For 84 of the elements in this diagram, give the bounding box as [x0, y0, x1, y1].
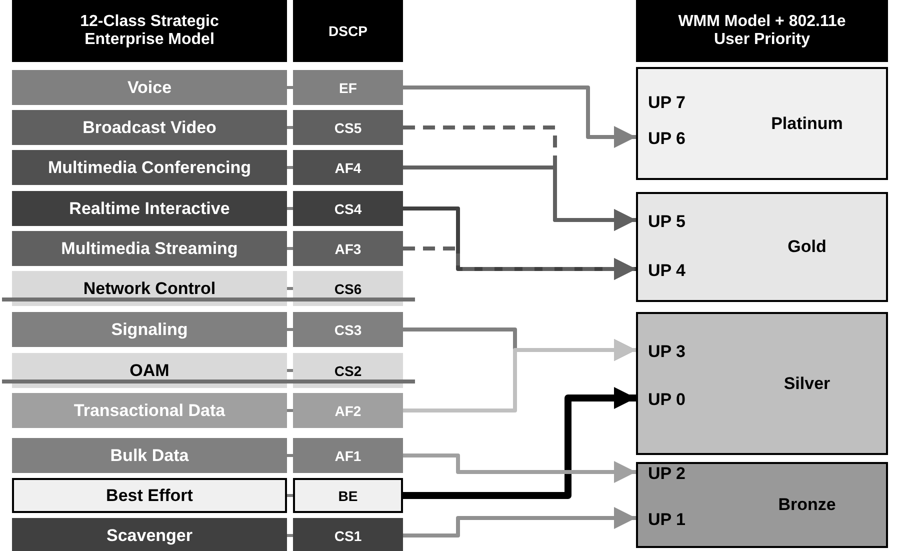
class-name: EF: [339, 80, 357, 96]
tier-name: Bronze: [778, 495, 836, 515]
dscp-box: [293, 70, 403, 105]
priority-label: UP 7: [648, 93, 686, 113]
class-name: AF2: [334, 402, 362, 418]
dscp-box: [293, 438, 403, 473]
connector-line: [287, 369, 293, 372]
class-box: [12, 312, 287, 347]
mapping-arrow: [403, 86, 636, 148]
class-box: [12, 191, 287, 226]
dscp-box: [293, 110, 403, 145]
connector-line: [287, 247, 293, 250]
priority-label: UP 4: [648, 261, 686, 281]
class-box: [12, 70, 287, 105]
mapping-arrow: [403, 454, 636, 483]
dscp-box: [293, 518, 403, 551]
tier-name: Gold: [788, 237, 826, 257]
class-name: Realtime Interactive: [69, 198, 230, 218]
connector-line: [287, 207, 293, 210]
dscp-box: [293, 393, 403, 428]
class-name: Multimedia Streaming: [61, 238, 238, 258]
class-name: AF1: [334, 448, 362, 464]
header-text: WMM Model + 802.11e User Priority: [677, 13, 847, 49]
class-name: Scavenger: [106, 526, 192, 546]
priority-tier-box: [636, 67, 888, 180]
class-box: [12, 518, 287, 551]
class-name: AF4: [334, 160, 362, 176]
connector-line: [287, 494, 293, 497]
column-header: [636, 0, 888, 62]
class-name: BE: [338, 488, 358, 504]
connector-line: [287, 166, 293, 169]
priority-label: UP 5: [648, 212, 686, 232]
class-name: CS2: [334, 362, 362, 378]
mapping-arrow: [403, 507, 636, 538]
class-name: Signaling: [111, 320, 188, 340]
mapping-arrow: [403, 387, 636, 499]
priority-label: UP 6: [648, 129, 686, 149]
dscp-box: [293, 191, 403, 226]
header-text: 12-Class Strategic Enterprise Model: [79, 13, 220, 49]
mapping-arrow: [403, 339, 636, 412]
class-box: [12, 231, 287, 266]
class-box: [12, 438, 287, 473]
priority-label: UP 2: [648, 464, 686, 484]
class-name: CS4: [334, 200, 362, 216]
class-box: [12, 393, 287, 428]
column-header: [12, 0, 287, 62]
mapping-arrow: [403, 246, 636, 280]
dscp-box: [293, 231, 403, 266]
class-name: CS3: [334, 322, 362, 338]
class-box: [12, 478, 287, 513]
connector-line: [287, 126, 293, 129]
class-name: CS5: [334, 120, 362, 136]
class-name: OAM: [130, 360, 170, 380]
priority-tier-box: [636, 312, 888, 455]
class-box: [12, 110, 287, 145]
connector-line: [287, 454, 293, 457]
tier-name: Platinum: [771, 114, 843, 134]
class-name: Broadcast Video: [82, 118, 216, 138]
class-name: Voice: [127, 78, 172, 98]
priority-tier-box: [636, 462, 888, 548]
class-name: CS1: [334, 528, 362, 544]
class-name: Network Control: [83, 278, 216, 298]
column-header: [293, 0, 403, 62]
class-name: AF3: [334, 240, 362, 256]
connector-line: [287, 409, 293, 412]
class-name: Best Effort: [106, 486, 193, 506]
priority-tier-box: [636, 192, 888, 302]
class-name: Multimedia Conferencing: [48, 158, 252, 178]
connector-line: [287, 287, 293, 290]
class-name: Bulk Data: [110, 446, 189, 466]
priority-label: UP 0: [648, 390, 686, 410]
dscp-box: [293, 150, 403, 185]
connector-line: [287, 328, 293, 331]
class-name: Transactional Data: [74, 400, 226, 420]
dscp-box: [293, 312, 403, 347]
header-text: DSCP: [328, 23, 368, 39]
priority-label: UP 1: [648, 510, 686, 530]
tier-name: Silver: [784, 374, 830, 394]
dscp-box: [293, 478, 403, 513]
class-box: [12, 150, 287, 185]
priority-label: UP 3: [648, 342, 686, 362]
connector-line: [287, 86, 293, 89]
class-name: CS6: [334, 280, 362, 296]
connector-line: [287, 534, 293, 537]
